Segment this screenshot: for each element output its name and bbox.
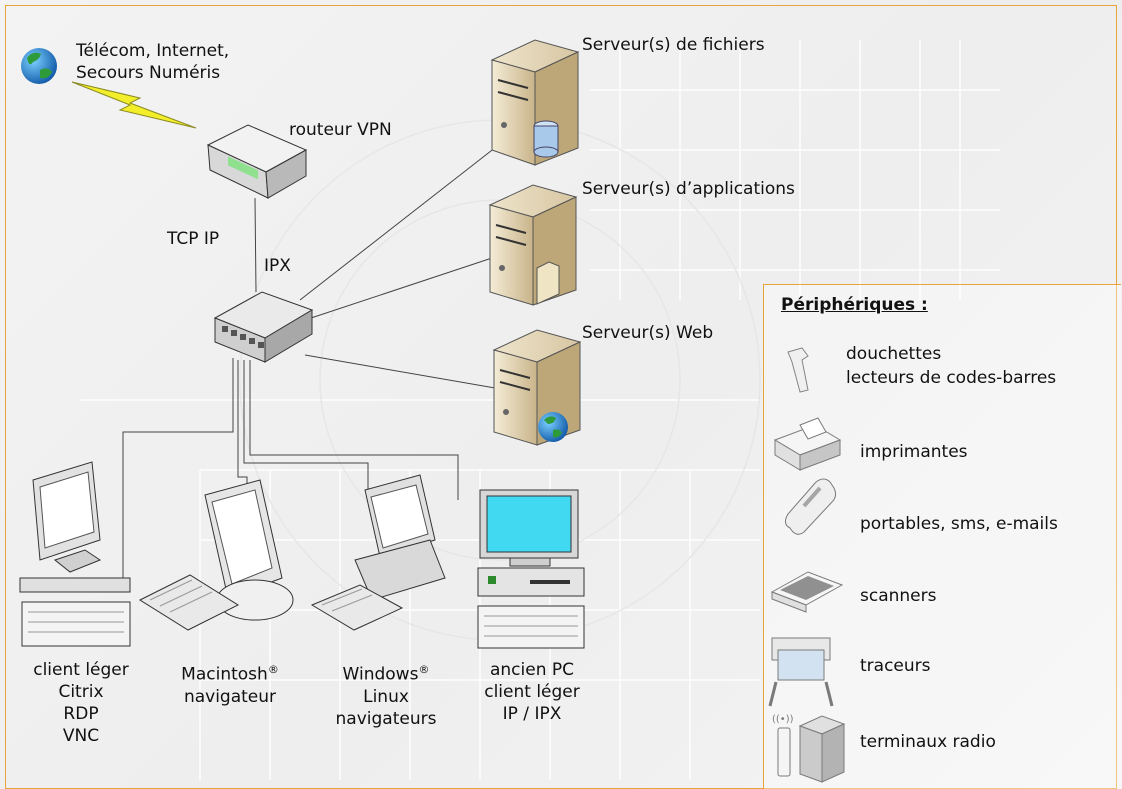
macintosh-label: Macintosh® navigateur (160, 659, 300, 708)
legend-item-mobile: portables, sms, e-mails (860, 514, 1058, 534)
legend-item-printer: imprimantes (860, 442, 968, 462)
web-server-icon (492, 329, 582, 446)
legend-label: lecteurs de codes-barres (846, 368, 1057, 388)
old-pc-icon (477, 489, 585, 649)
peripherals-legend (763, 284, 1121, 789)
telecom-line-1: Télécom, Internet, (76, 41, 230, 61)
thin-client-icon (19, 461, 131, 647)
legend-label: douchettes (846, 344, 942, 364)
macintosh-name: Macintosh (181, 664, 268, 685)
client-label-line: Macintosh® (160, 659, 300, 686)
client-label-line: VNC (62, 726, 100, 746)
ipx-label: IPX (264, 256, 291, 276)
app-server-label: Serveur(s) d’applications (582, 179, 795, 199)
legend-item-plotter: traceurs (860, 656, 931, 676)
link-client-windows (243, 360, 369, 490)
web-server-label: Serveur(s) Web (582, 323, 714, 343)
thin-client-label: client léger Citrix RDP VNC (14, 659, 148, 747)
barcode-scanner-icon (787, 347, 809, 393)
link-switch-file-server (299, 139, 506, 301)
client-label-line: client léger (484, 682, 580, 702)
windows-linux-label: Windows® Linux navigateurs (318, 659, 454, 730)
link-switch-web-server (304, 354, 496, 389)
legend-item-radio: terminaux radio (860, 732, 996, 752)
legend-item-barcode: douchettes lecteurs de codes-barres (846, 342, 1056, 390)
macintosh-icon (138, 479, 294, 631)
legend-item-scanner: scanners (860, 586, 937, 606)
windows-name: Windows (342, 664, 419, 685)
flatbed-scanner-icon (770, 571, 844, 613)
client-label-line: Windows® (318, 659, 454, 686)
client-label-line: ancien PC (489, 660, 575, 680)
client-label-line: Linux (363, 686, 409, 707)
svg-text:((•)): ((•)) (772, 714, 794, 725)
link-router-switch (254, 197, 257, 293)
client-label-line: navigateur (183, 686, 277, 707)
client-label-line: navigateurs (335, 708, 437, 729)
application-server-icon (488, 184, 578, 306)
vpn-router-icon (206, 124, 308, 199)
network-switch-icon (213, 291, 314, 363)
router-label: routeur VPN (289, 120, 392, 140)
plotter-icon (768, 637, 834, 707)
windows-linux-pc-icon (310, 474, 446, 631)
telecom-line-2: Secours Numéris (76, 63, 221, 83)
registered-mark: ® (418, 663, 430, 676)
mobile-phone-icon (784, 478, 837, 535)
legend-title: Périphériques : (781, 295, 928, 315)
client-label-line: IP / IPX (502, 704, 562, 724)
link-client-oldpc (249, 360, 459, 500)
file-server-icon (490, 39, 580, 166)
client-label-line: RDP (63, 704, 99, 724)
radio-terminal-icon: ((•)) (772, 714, 846, 783)
link-switch-app-server (304, 257, 493, 321)
client-label-line: client léger (33, 660, 129, 680)
telecom-label: Télécom, Internet, Secours Numéris (76, 40, 229, 84)
registered-mark: ® (267, 663, 279, 676)
lightning-icon (71, 81, 197, 129)
link-client-thin (122, 358, 234, 588)
internet-globe-icon (21, 48, 57, 84)
file-server-label: Serveur(s) de fichiers (582, 35, 765, 55)
old-pc-label: ancien PC client léger IP / IPX (466, 659, 598, 725)
client-label-line: Citrix (58, 682, 104, 702)
tcpip-label: TCP IP (167, 229, 220, 249)
printer-icon (773, 417, 842, 471)
